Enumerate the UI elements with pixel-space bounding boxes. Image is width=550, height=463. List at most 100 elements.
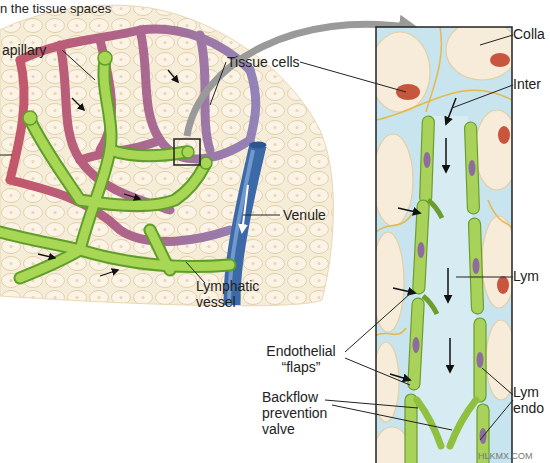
lymphatic-network — [20, 250, 80, 278]
part-label: Endothelial “flaps” — [254, 343, 348, 375]
blood-capillary-network — [10, 29, 256, 241]
lymphatic-network — [150, 230, 170, 270]
flow-arrows — [390, 98, 456, 380]
leader-line — [210, 62, 226, 105]
endothelial-cell — [423, 296, 437, 314]
lymphatic-network — [80, 60, 111, 250]
cell-nucleus — [490, 53, 510, 67]
lymphatic-network — [23, 111, 37, 125]
endothelial-nucleus — [413, 337, 420, 353]
part-label: Lym endo — [513, 384, 549, 416]
leader-line — [482, 368, 513, 395]
lymphatic-network — [98, 51, 112, 65]
lymphatic-network — [80, 165, 205, 206]
backflow-valve — [450, 400, 476, 446]
lymphatic-network — [30, 120, 80, 200]
collagen-fiber — [488, 200, 512, 232]
leader-line — [62, 50, 95, 80]
zoom-box — [174, 139, 200, 165]
part-label: Lym — [513, 268, 539, 284]
leader-line — [456, 277, 513, 278]
cell-nucleus — [498, 126, 510, 144]
flow-arrows — [445, 138, 447, 172]
collagen-fiber — [376, 214, 412, 232]
part-label: Lymphatic vessel — [196, 278, 266, 310]
figure-title: n the tissue spaces — [0, 2, 111, 17]
part-label: Venule — [283, 207, 326, 223]
lymphatic-network — [0, 51, 230, 278]
endothelial-cell — [413, 200, 430, 294]
backflow-valve — [417, 400, 476, 446]
leader-line — [0, 35, 513, 440]
flow-arrows — [100, 270, 118, 276]
endothelial-cell — [419, 116, 434, 204]
venule — [250, 142, 267, 149]
flow-arrows — [447, 268, 449, 302]
lymphatic-network — [0, 60, 230, 278]
lymphatic-network — [0, 232, 230, 267]
flow-arrows — [398, 208, 420, 213]
tissue-cell — [376, 232, 404, 332]
endothelial-cell — [408, 298, 425, 391]
endothelial-cell — [428, 200, 442, 218]
flow-arrows — [446, 98, 456, 124]
tissue-cell — [446, 27, 512, 80]
flow-arrows — [390, 374, 410, 380]
leader-line — [0, 155, 12, 156]
watermark: HLKMX.COM — [478, 451, 533, 461]
endothelial-cell — [474, 318, 486, 402]
endothelial-nucleus — [469, 160, 476, 176]
leader-line — [345, 358, 410, 385]
endothelial-nucleus — [418, 242, 425, 258]
flow-arrows — [168, 70, 178, 82]
lymphatic-network — [200, 157, 212, 169]
leader-line — [332, 405, 452, 430]
tissue-cell — [376, 342, 399, 422]
endothelial-nucleus — [477, 352, 484, 368]
lymphatic-network — [0, 60, 230, 278]
endothelial-cell — [468, 218, 483, 314]
tissue-cell — [376, 134, 413, 226]
endothelial-nucleus — [424, 152, 431, 168]
lymphatic-network — [0, 232, 230, 267]
magnified-panel — [376, 27, 512, 463]
endothelial-cell — [405, 394, 417, 463]
collagen-fiber — [426, 27, 441, 112]
part-label: Inter — [513, 76, 541, 92]
lymphatic-network — [182, 146, 194, 158]
endothelial-cell — [464, 122, 479, 214]
part-label: Backflow prevention valve — [262, 389, 340, 437]
tissue-cell — [486, 320, 512, 400]
lymphatic-network — [23, 51, 212, 169]
tissue-cell — [482, 216, 512, 308]
tissue-cell — [475, 110, 512, 190]
endothelial-cell — [405, 116, 489, 463]
cell-nucleus — [497, 276, 509, 294]
tissue-cell — [376, 32, 430, 112]
lymphatic-network — [80, 60, 111, 250]
panel-border — [376, 27, 512, 463]
tissue-cell — [376, 27, 512, 463]
flow-arrows — [72, 98, 84, 110]
leader-line — [243, 215, 280, 216]
leader-line — [452, 85, 513, 108]
flow-arrows — [124, 194, 140, 199]
part-label: apillary — [2, 42, 46, 58]
venule — [242, 185, 248, 232]
tissue-cells — [0, 5, 333, 306]
flow-arrows — [449, 338, 451, 372]
blood-capillary-network — [250, 70, 256, 140]
cell-nucleus — [396, 84, 420, 100]
flow-arrows — [38, 254, 55, 258]
endothelial-nucleus — [473, 258, 480, 274]
leader-line — [480, 400, 513, 440]
flow-arrows — [38, 70, 178, 276]
leader-line — [345, 292, 412, 352]
collagen-fiber — [376, 328, 406, 335]
lymphatic-network — [20, 250, 80, 278]
blood-capillary-network — [20, 29, 250, 70]
tissue-region — [0, 5, 333, 306]
collagen-fiber — [376, 90, 512, 120]
